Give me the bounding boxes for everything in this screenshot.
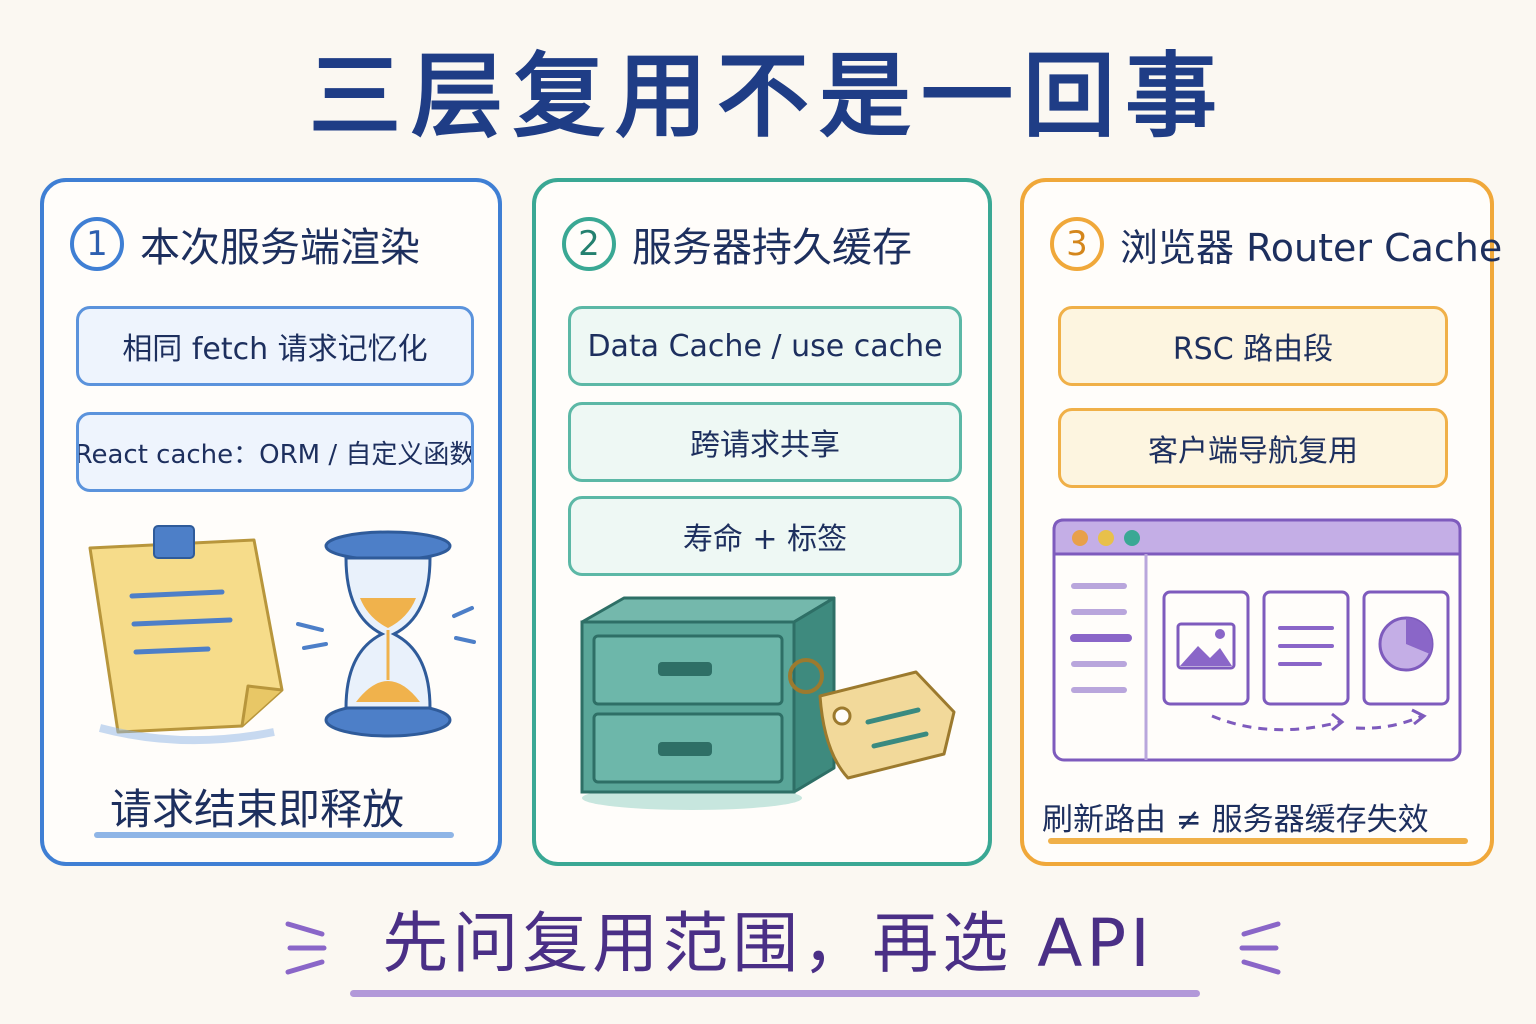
panel-number: 1 xyxy=(70,217,124,271)
footer-underline xyxy=(350,990,1200,997)
chip-react-cache: React cache：ORM / 自定义函数 xyxy=(76,412,474,492)
panel-header: 1 本次服务端渲染 xyxy=(70,212,488,276)
panel-heading: 本次服务端渲染 xyxy=(140,225,420,271)
panel-number: 2 xyxy=(562,217,616,271)
chip-data-cache: Data Cache / use cache xyxy=(568,306,962,386)
panel-heading: 浏览器 Router Cache xyxy=(1120,225,1503,270)
page-title: 三层复用不是一回事 xyxy=(308,43,1227,150)
panel-number: 3 xyxy=(1050,217,1104,271)
panel-server-render: 1 本次服务端渲染 相同 fetch 请求记忆化 React cache：ORM… xyxy=(40,178,502,866)
right-sparkle-icon xyxy=(1239,921,1281,975)
panel-note: 刷新路由 ≠ 服务器缓存失效 xyxy=(1042,802,1429,838)
cabinet-icon xyxy=(580,596,836,810)
tag-icon xyxy=(788,658,956,780)
chip-rsc-segment: RSC 路由段 xyxy=(1058,306,1448,386)
panel-header: 3 浏览器 Router Cache xyxy=(1050,212,1502,276)
chip-client-nav: 客户端导航复用 xyxy=(1058,408,1448,488)
image-icon xyxy=(1162,590,1250,706)
left-sparkle-icon xyxy=(285,921,327,975)
chip-fetch-memo: 相同 fetch 请求记忆化 xyxy=(76,306,474,386)
note-underline xyxy=(94,832,454,838)
text-lines-icon xyxy=(1262,590,1350,706)
dashed-arrow-icon xyxy=(1211,708,1427,732)
sticky-note-icon xyxy=(88,525,284,745)
browser-window-icon xyxy=(1052,518,1462,762)
panel-server-cache: 2 服务器持久缓存 Data Cache / use cache 跨请求共享 寿… xyxy=(532,178,992,866)
panel-heading: 服务器持久缓存 xyxy=(632,225,912,271)
panel-router-cache: 3 浏览器 Router Cache RSC 路由段 客户端导航复用 xyxy=(1020,178,1502,866)
hourglass-icon xyxy=(296,530,476,738)
note-underline xyxy=(1048,838,1468,844)
footer-slogan: 先问复用范围，再选 API xyxy=(382,905,1154,982)
chip-cross-request: 跨请求共享 xyxy=(568,402,962,482)
panel-header: 2 服务器持久缓存 xyxy=(562,212,978,276)
panel-note: 请求结束即释放 xyxy=(110,785,405,834)
pie-chart-icon xyxy=(1362,590,1450,706)
chip-lifetime-tag: 寿命 + 标签 xyxy=(568,496,962,576)
